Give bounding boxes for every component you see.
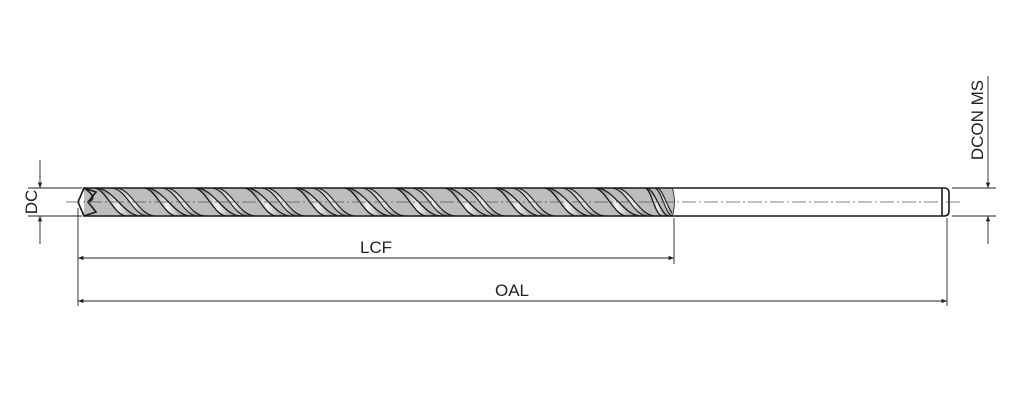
flute-groove — [343, 188, 392, 216]
dcon-ms-label: DCON MS — [968, 80, 987, 160]
flute-land — [653, 188, 672, 216]
lcf-dimension: LCF — [78, 238, 674, 261]
dc-dimension: DC — [22, 160, 43, 244]
lcf-label: LCF — [360, 238, 392, 257]
dcon-ms-dimension: DCON MS — [968, 76, 991, 244]
flute-groove — [644, 188, 670, 216]
flute-land — [260, 188, 307, 216]
dc-label: DC — [22, 190, 41, 215]
flute-groove — [393, 188, 442, 216]
flute-groove — [193, 188, 242, 216]
oal-dimension: OAL — [78, 281, 947, 304]
flute-land — [460, 188, 507, 216]
oal-label: OAL — [495, 281, 529, 300]
flute-land — [410, 188, 457, 216]
